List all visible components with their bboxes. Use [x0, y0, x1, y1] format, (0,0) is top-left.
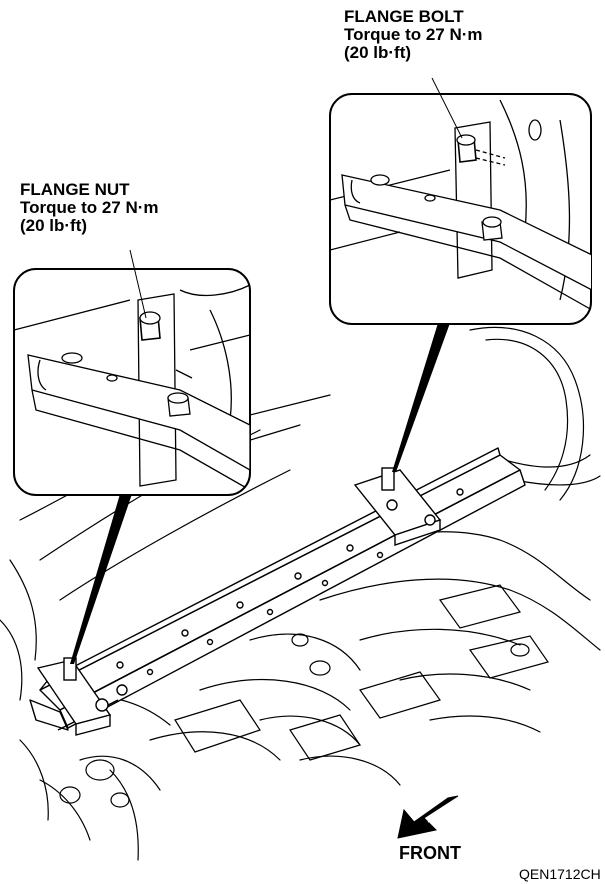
nut-pointer	[129, 249, 147, 319]
detail-box-nut	[13, 249, 251, 496]
front-direction-label: FRONT	[399, 843, 461, 863]
flange-nut-title: FLANGE NUT	[20, 180, 130, 199]
front-arrow-icon	[397, 795, 463, 839]
leader-right	[392, 323, 450, 472]
leader-left	[70, 494, 132, 664]
figure-code: QEN1712CH	[519, 866, 601, 882]
flange-bolt-callout: FLANGE BOLT Torque to 27 N·m (20 lb·ft)	[344, 8, 483, 62]
detail-box-bolt	[329, 77, 592, 325]
flange-bolt-imperial: (20 lb·ft)	[344, 43, 412, 62]
vehicle-body	[0, 326, 601, 861]
front-bracket	[36, 657, 128, 736]
rear-bracket	[353, 467, 442, 546]
bolt-pointer	[431, 77, 463, 139]
flange-bolt-torque: Torque to 27 N·m	[344, 25, 483, 44]
flange-nut-imperial: (20 lb·ft)	[20, 216, 88, 235]
flange-nut-callout: FLANGE NUT Torque to 27 N·m (20 lb·ft)	[20, 181, 159, 235]
flange-nut-torque: Torque to 27 N·m	[20, 198, 159, 217]
flange-bolt-title: FLANGE BOLT	[344, 7, 464, 26]
